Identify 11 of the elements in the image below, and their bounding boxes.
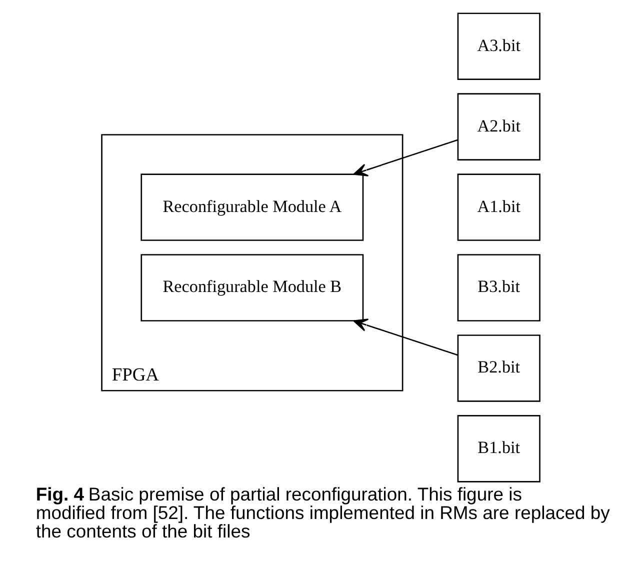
node-box: B1.bit — [456, 415, 540, 482]
node-box: Reconfigurable Module B — [140, 254, 364, 322]
node-box: Reconfigurable Module A — [140, 174, 364, 241]
arrow — [352, 139, 458, 176]
node-box: B3.bit — [456, 254, 540, 322]
node-box: B2.bit — [456, 334, 540, 402]
node-box: A2.bit — [456, 93, 540, 160]
node-box: A1.bit — [456, 174, 540, 241]
arrow — [352, 318, 458, 356]
caption: Fig. 4 Basic premise of partial reconfiguration. This figure is modified from [52]. The functions implemented in RMs are replaced by the contents of the bit files — [35, 483, 610, 542]
node-box: A3.bit — [456, 12, 540, 80]
